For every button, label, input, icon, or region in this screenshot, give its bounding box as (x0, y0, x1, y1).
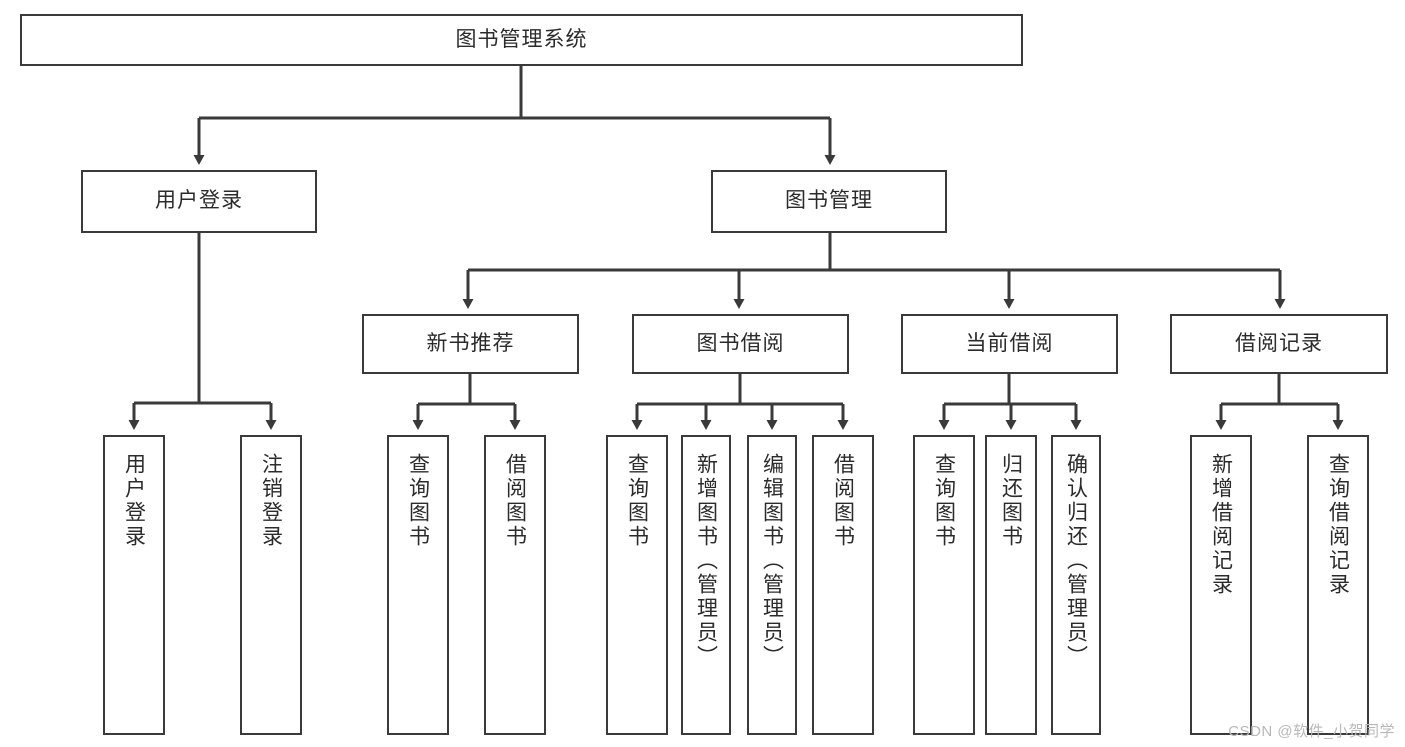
node-leaf-query-book-2-label: 查询图书 (625, 453, 649, 549)
node-leaf-borrow-book-1[interactable]: 借阅图书 (484, 435, 546, 735)
node-leaf-user-login[interactable]: 用户登录 (103, 435, 165, 735)
node-root[interactable]: 图书管理系统 (20, 14, 1023, 66)
node-leaf-confirm-return[interactable]: 确认归还（管理员） (1051, 435, 1101, 735)
node-borrow-record[interactable]: 借阅记录 (1170, 314, 1388, 374)
node-leaf-edit-book-label: 编辑图书（管理员） (760, 453, 784, 669)
node-leaf-query-book-2[interactable]: 查询图书 (606, 435, 668, 735)
node-leaf-query-record[interactable]: 查询借阅记录 (1307, 435, 1369, 735)
node-leaf-borrow-book-2-label: 借阅图书 (831, 453, 855, 549)
node-leaf-return-book[interactable]: 归还图书 (985, 435, 1037, 735)
node-leaf-query-book-1-label: 查询图书 (406, 453, 430, 549)
node-new-book-rec[interactable]: 新书推荐 (362, 314, 579, 374)
watermark-text: CSDN @软件_小贺同学 (1228, 723, 1395, 740)
node-root-label: 图书管理系统 (455, 27, 588, 51)
node-leaf-add-book-label: 新增图书（管理员） (694, 453, 718, 669)
node-leaf-borrow-book-1-label: 借阅图书 (503, 453, 527, 549)
node-leaf-confirm-return-label: 确认归还（管理员） (1064, 453, 1088, 669)
node-user-login[interactable]: 用户登录 (81, 170, 317, 233)
node-leaf-query-record-label: 查询借阅记录 (1326, 453, 1350, 597)
node-leaf-user-logout[interactable]: 注销登录 (240, 435, 302, 735)
node-leaf-add-record-label: 新增借阅记录 (1209, 453, 1233, 597)
node-leaf-user-logout-label: 注销登录 (259, 453, 283, 549)
node-leaf-add-book[interactable]: 新增图书（管理员） (681, 435, 731, 735)
node-user-login-label: 用户登录 (155, 189, 243, 213)
node-current-borrow[interactable]: 当前借阅 (901, 314, 1118, 374)
node-leaf-edit-book[interactable]: 编辑图书（管理员） (747, 435, 797, 735)
node-leaf-query-book-1[interactable]: 查询图书 (387, 435, 449, 735)
node-book-manage-label: 图书管理 (785, 189, 873, 213)
node-leaf-borrow-book-2[interactable]: 借阅图书 (812, 435, 874, 735)
node-leaf-return-book-label: 归还图书 (999, 453, 1023, 549)
node-book-borrow-label: 图书借阅 (696, 331, 785, 355)
node-new-book-rec-label: 新书推荐 (426, 331, 515, 355)
node-leaf-user-login-label: 用户登录 (122, 453, 146, 549)
node-book-manage[interactable]: 图书管理 (711, 170, 947, 233)
node-leaf-add-record[interactable]: 新增借阅记录 (1190, 435, 1252, 735)
node-book-borrow[interactable]: 图书借阅 (632, 314, 849, 374)
node-current-borrow-label: 当前借阅 (965, 331, 1054, 355)
node-leaf-query-book-3-label: 查询图书 (932, 453, 956, 549)
node-borrow-record-label: 借阅记录 (1235, 331, 1323, 355)
node-leaf-query-book-3[interactable]: 查询图书 (913, 435, 975, 735)
